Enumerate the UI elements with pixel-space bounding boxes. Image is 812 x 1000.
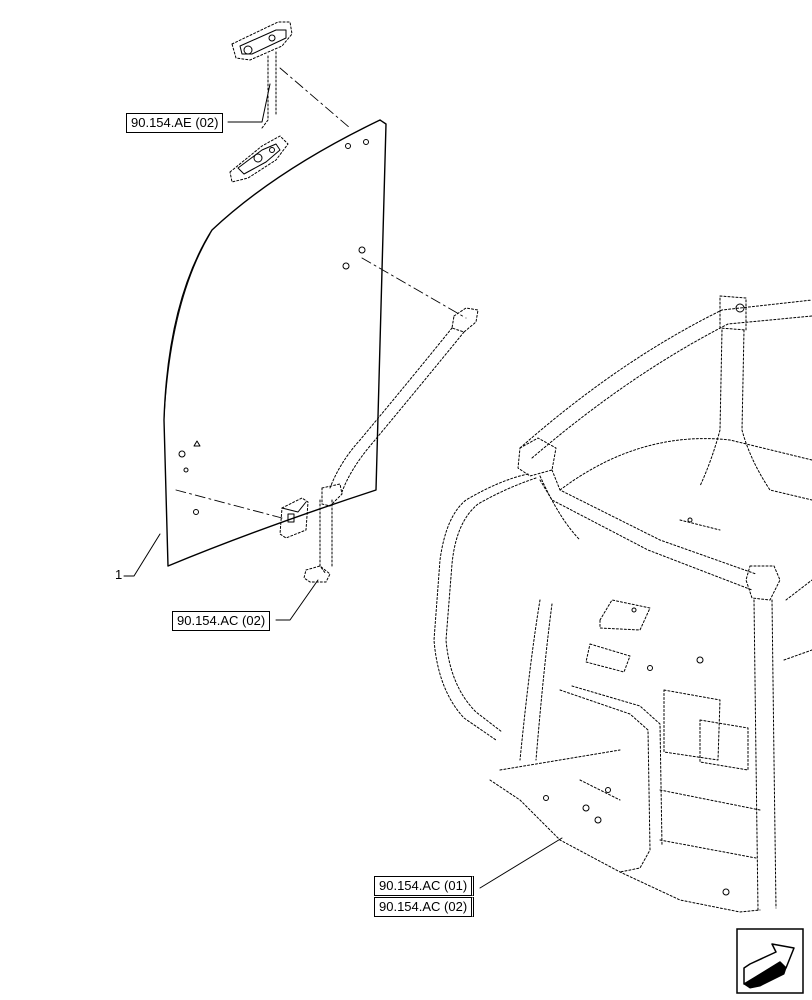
cab-frame-details — [543, 303, 745, 896]
leader-lines — [123, 83, 563, 889]
ref-label-top-bracket[interactable]: 90.154.AE (02) — [126, 113, 224, 133]
ref-label-cab-frame-1[interactable]: 90.154.AC (01) — [374, 876, 475, 896]
top-hinge-bracket — [229, 21, 293, 183]
glass-panel — [163, 119, 387, 567]
lower-support-arm — [279, 307, 479, 583]
assembly-center-lines — [175, 67, 467, 519]
item-number-label: 1 — [115, 567, 123, 582]
cab-frame — [433, 295, 812, 913]
ref-label-cab-frame-2[interactable]: 90.154.AC (02) — [374, 897, 475, 917]
next-page-arrow-icon[interactable] — [736, 928, 804, 994]
ref-label-lower-bracket[interactable]: 90.154.AC (02) — [172, 611, 271, 631]
